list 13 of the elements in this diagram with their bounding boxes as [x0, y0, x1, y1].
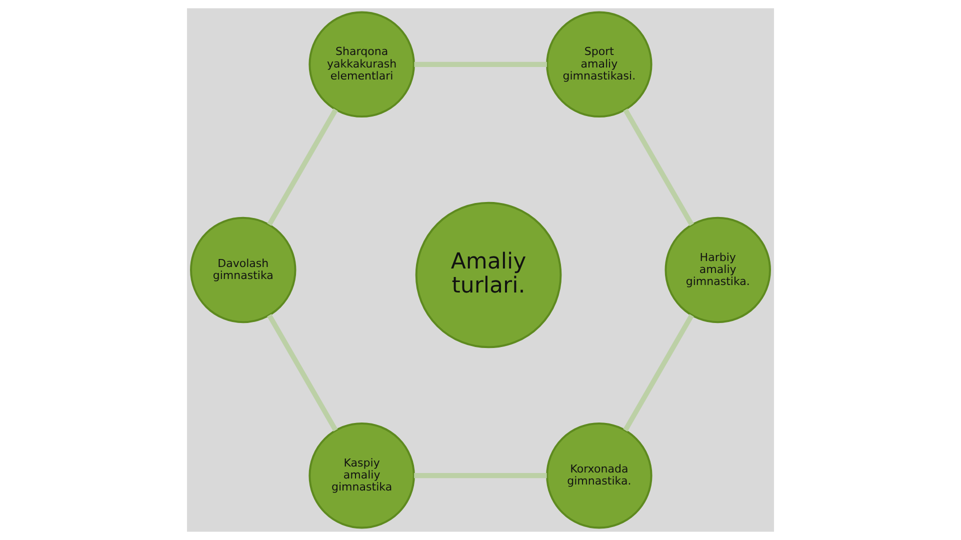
connector — [414, 62, 547, 67]
node-circle: Davolash gimnastika — [190, 216, 296, 324]
node-circle: Sport amaliy gimnastikasi. — [546, 11, 652, 118]
connector — [267, 108, 338, 226]
node-circle: Amaliy turlari. — [415, 202, 562, 348]
connector — [267, 314, 338, 432]
connector — [623, 314, 694, 432]
node-circle: Korxonada gimnastika. — [546, 422, 652, 529]
node-circle: Sharqona yakkakurash elementlari — [308, 11, 415, 118]
connector — [623, 108, 694, 226]
node-circle: Harbiy amaliy gimnastika. — [664, 216, 771, 324]
connector — [414, 473, 547, 478]
node-circle: Kaspiy amaliy gimnastika — [308, 422, 415, 529]
